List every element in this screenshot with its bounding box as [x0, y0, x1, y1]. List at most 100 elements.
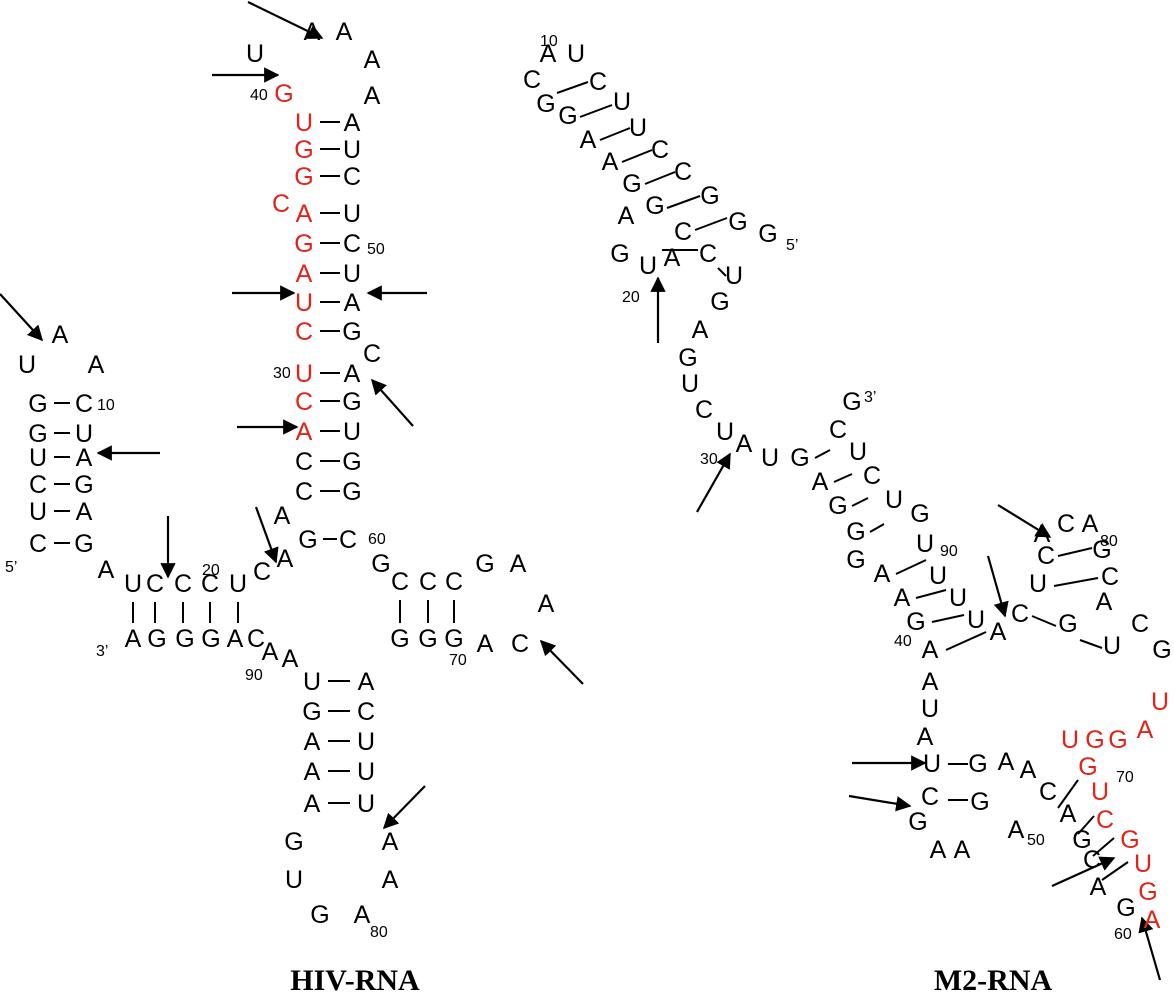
m2-nucleotide: U [1134, 850, 1152, 878]
m2-position-label: 10 [540, 33, 558, 50]
m2-base-pair-bond [621, 149, 653, 163]
hiv-nucleotide: C [146, 570, 164, 598]
hiv-nucleotide: G [342, 448, 361, 476]
hiv-nucleotide: A [336, 18, 353, 46]
m2-nucleotide: G [908, 808, 927, 836]
hiv-nucleotide: G [74, 471, 93, 499]
m2-base-pair-bond [1079, 639, 1103, 649]
hiv-nucleotide: A [364, 82, 381, 110]
hiv-nucleotide: U [295, 289, 313, 317]
m2-position-label: 70 [1116, 769, 1134, 786]
hiv-nucleotide: C [272, 190, 290, 218]
hiv-cleavage-arrow [0, 293, 44, 342]
hiv-nucleotide: G [342, 388, 361, 416]
m2-nucleotide: A [998, 748, 1015, 776]
m2-nucleotide: C [674, 218, 692, 246]
m2-nucleotide: U [921, 695, 939, 723]
hiv-nucleotide: A [52, 321, 69, 349]
hiv-nucleotide: U [343, 418, 361, 446]
hiv-position-label: 80 [370, 924, 388, 941]
m2-nucleotide: U [629, 114, 647, 142]
m2-nucleotide: C [1011, 600, 1029, 628]
m2-base-pair-bond [644, 171, 676, 185]
hiv-nucleotide: G [418, 625, 437, 653]
m2-nucleotide: A [1034, 520, 1051, 548]
hiv-nucleotide: U [357, 728, 375, 756]
m2-nucleotide: C [589, 68, 607, 96]
hiv-nucleotide: C [253, 558, 271, 586]
m2-nucleotide: G [536, 90, 555, 118]
hiv-nucleotide: A [477, 630, 494, 658]
m2-nucleotide: A [922, 668, 939, 696]
hiv-nucleotide: A [262, 638, 279, 666]
hiv-nucleotide: C [295, 318, 313, 346]
hiv-nucleotide: C [357, 698, 375, 726]
m2-base-pair-bond [1031, 615, 1057, 627]
m2-nucleotide: C [699, 240, 717, 268]
hiv-nucleotide: A [510, 550, 527, 578]
m2-cleavage-arrows [650, 276, 1162, 981]
hiv-nucleotide: A [76, 498, 93, 526]
hiv-nucleotide: G [28, 420, 47, 448]
hiv-nucleotide: A [277, 545, 294, 573]
m2-nucleotide: U [613, 88, 631, 116]
m2-nucleotide: G [558, 102, 577, 130]
m2-nucleotide: U [725, 262, 743, 290]
hiv-base-pair-bonds [54, 121, 455, 804]
hiv-nucleotide: G [274, 80, 293, 108]
m2-nucleotide: U [1091, 778, 1109, 806]
hiv-nucleotide: A [125, 625, 142, 653]
hiv-nucleotide: A [344, 289, 361, 317]
hiv-nucleotide: U [357, 790, 375, 818]
m2-nucleotide: G [828, 492, 847, 520]
hiv-nucleotide: U [75, 420, 93, 448]
m2-nucleotide: C [1057, 510, 1075, 538]
hiv-nucleotide: G [201, 625, 220, 653]
m2-cleavage-arrow [986, 555, 1009, 618]
hiv-nucleotide: A [304, 18, 321, 46]
m2-nucleotide: A [1096, 588, 1113, 616]
hiv-position-label: 90 [245, 667, 263, 684]
m2-nucleotide: U [567, 40, 585, 68]
m2-base-pair-bond [915, 589, 947, 599]
m2-nucleotide: A [1060, 800, 1077, 828]
m2-nucleotide: C [1037, 542, 1055, 570]
m2-nucleotide: G [1138, 878, 1157, 906]
hiv-nucleotide: A [227, 625, 244, 653]
m2-base-pair-bond [931, 614, 965, 623]
m2-nucleotide: A [540, 40, 557, 68]
hiv-nucleotide: G [444, 625, 463, 653]
m2-nucleotide: U [1103, 632, 1121, 660]
m2-position-label: 90 [940, 543, 958, 560]
hiv-position-label: 20 [202, 562, 220, 579]
hiv-position-label: 30 [273, 365, 291, 382]
m2-base-pair-bond [895, 559, 927, 575]
hiv-nucleotide: A [282, 645, 299, 673]
hiv-nucleotide: A [274, 502, 291, 530]
hiv-nucleotide: C [29, 471, 47, 499]
m2-cleavage-arrow [848, 794, 912, 812]
hiv-nucleotide: C [511, 630, 529, 658]
m2-base-pair-bond [814, 449, 831, 459]
m2-nucleotide: A [1090, 873, 1107, 901]
m2-nucleotide: U [849, 438, 867, 466]
m2-nucleotide: A [602, 148, 619, 176]
m2-base-pair-bond [1077, 815, 1095, 835]
m2-nucleotide: A [736, 430, 753, 458]
hiv-nucleotide: C [343, 163, 361, 191]
hiv-nucleotide: C [201, 570, 219, 598]
m2-nucleotide: G [1078, 753, 1097, 781]
hiv-nucleotide: C [247, 625, 265, 653]
hiv-nucleotide: A [354, 901, 371, 929]
m2-position-label: 50 [1027, 832, 1045, 849]
hiv-nucleotide: A [304, 728, 321, 756]
hiv-nucleotide: U [303, 668, 321, 696]
m2-nucleotide: G [610, 240, 629, 268]
hiv-nucleotide: U [295, 360, 313, 388]
m2-nucleotide: C [1096, 806, 1114, 834]
hiv-position-label: 60 [368, 531, 386, 548]
hiv-position-label: 70 [449, 652, 467, 669]
hiv-nucleotide: C [29, 530, 47, 558]
hiv-position-label: 3’ [96, 643, 108, 660]
